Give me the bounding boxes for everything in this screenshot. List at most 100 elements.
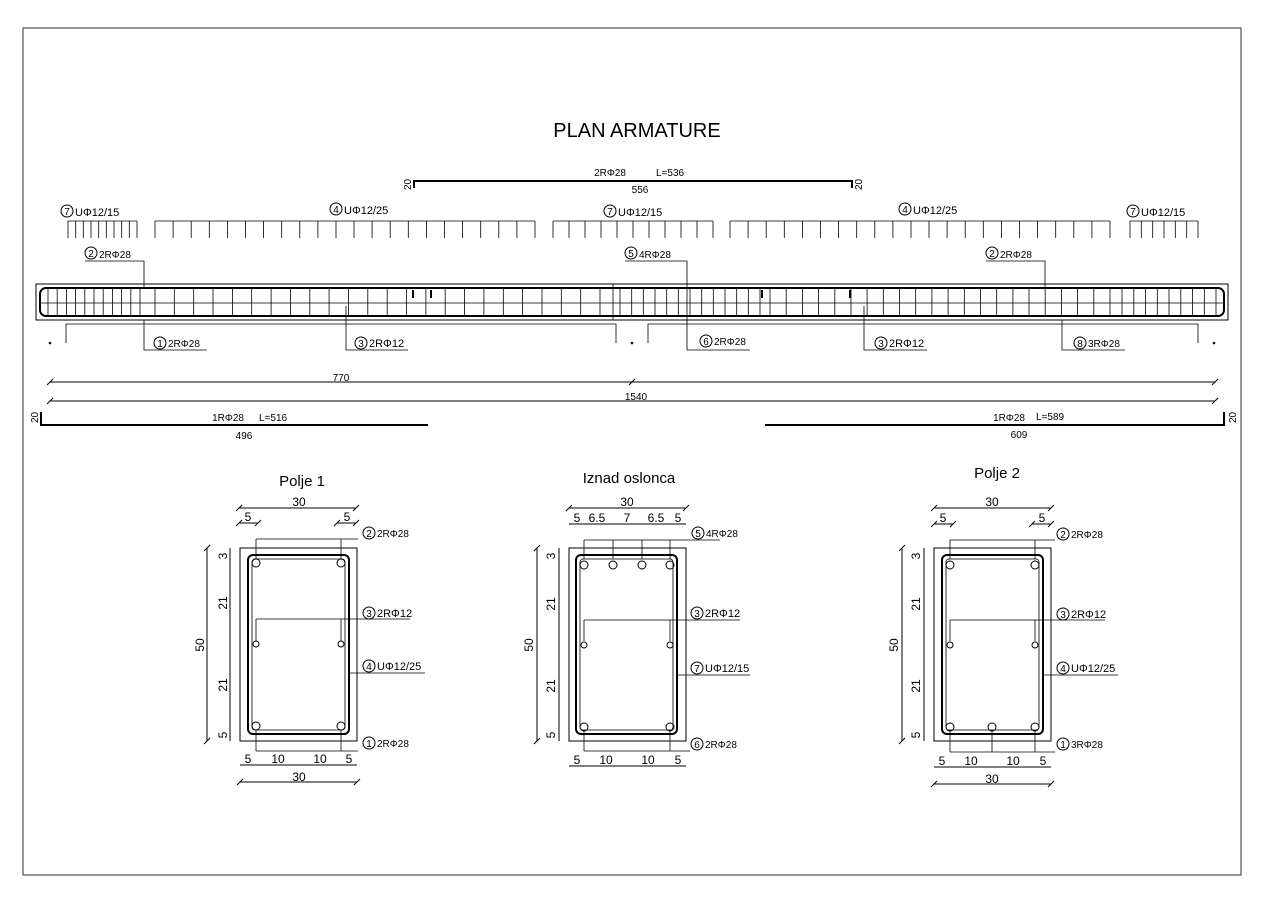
position-number: 1 — [157, 339, 163, 350]
position-marker — [153, 336, 167, 350]
rebar-dot — [579, 722, 589, 732]
section-iznad-oslonca: Iznad oslonca 30 5 6.5 7 6.5 5 — [522, 470, 750, 767]
position-marker — [329, 202, 343, 216]
bottom-dim: 5 — [939, 754, 946, 768]
lower-label-6: 6 2RΦ28 — [686, 334, 750, 351]
bar-label-text: 1RΦ28 — [993, 413, 1025, 424]
section-width-dim: 30 — [620, 495, 634, 509]
position-number: 7 — [694, 664, 700, 675]
rebar-dot — [1030, 560, 1040, 570]
bar-label-text: UΦ12/15 — [705, 663, 749, 675]
position-marker — [1056, 607, 1070, 621]
rebar-dot — [945, 560, 955, 570]
position-number: 7 — [607, 207, 613, 218]
position-marker — [898, 202, 912, 216]
bar-label-text: UΦ12/25 — [1071, 663, 1115, 675]
bar-label-text: 2RΦ12 — [377, 608, 412, 620]
bottom-dim: 10 — [313, 752, 327, 766]
section-height-dim: 50 — [193, 638, 207, 652]
bar-length-text: L=516 — [259, 413, 288, 424]
position-marker — [362, 736, 376, 750]
position-number: 6 — [703, 337, 709, 348]
vertical-dim: 21 — [909, 597, 923, 611]
rebar-dot — [666, 641, 674, 649]
section-height-dim: 50 — [522, 638, 536, 652]
position-number: 4 — [366, 662, 372, 673]
section-title: Polje 2 — [974, 465, 1020, 482]
cover-dim: 6.5 — [589, 511, 606, 525]
bottom-dim: 10 — [271, 752, 285, 766]
bottom-dim: 10 — [964, 754, 978, 768]
position-number: 6 — [694, 740, 700, 751]
section-width-dim: 30 — [985, 495, 999, 509]
section-width-dim: 30 — [292, 495, 306, 509]
position-number: 4 — [902, 205, 908, 216]
vertical-dim: 3 — [909, 552, 923, 559]
position-marker — [690, 606, 704, 620]
position-marker — [84, 246, 98, 260]
stirrup — [247, 554, 350, 735]
stirrup-label-7-left: 7 UΦ12/15 — [60, 204, 119, 219]
rebar-dot — [579, 560, 589, 570]
position-number: 2 — [366, 529, 372, 540]
bar-hook-dim: 20 — [30, 411, 41, 423]
top-bar-dim: 556 — [632, 185, 649, 196]
stirrup — [941, 554, 1044, 735]
stirrup-label-7-right: 7 UΦ12/15 — [1126, 204, 1185, 219]
bar-label-text: 2RΦ12 — [889, 338, 924, 350]
position-number: 3 — [694, 609, 700, 620]
beam-elevation — [35, 283, 1229, 345]
bar-label-text: 2RΦ28 — [714, 337, 746, 348]
top-bar-length: L=536 — [656, 168, 685, 179]
stirrup-label-4-right: 4 UΦ12/25 — [898, 202, 957, 217]
beam-stirrup-lines — [47, 288, 1217, 316]
position-marker — [699, 334, 713, 348]
rebar-dot — [252, 640, 260, 648]
lower-label-3-left: 3 2RΦ12 — [345, 306, 408, 351]
position-number: 1 — [366, 739, 372, 750]
stirrup-label-text: UΦ12/15 — [1141, 207, 1185, 219]
bar-label-text: 4RΦ28 — [706, 529, 738, 540]
bar-label-text: 3RΦ28 — [1088, 339, 1120, 350]
rebar-dot — [336, 558, 346, 568]
position-number: 4 — [333, 205, 339, 216]
lower-label-1: 1 2RΦ28 — [143, 320, 207, 351]
bar-label-text: UΦ12/25 — [377, 661, 421, 673]
cover-dim: 5 — [675, 511, 682, 525]
position-marker — [362, 659, 376, 673]
rebar-dot — [608, 560, 618, 570]
rebar-dot — [637, 560, 647, 570]
cover-dim: 5 — [1039, 511, 1046, 525]
position-number: 3 — [1060, 610, 1066, 621]
rebar-dot — [336, 721, 346, 731]
position-number: 7 — [1130, 207, 1136, 218]
position-marker — [690, 737, 704, 751]
position-number: 2 — [989, 249, 995, 260]
bar-label-text: 2RΦ28 — [1000, 250, 1032, 261]
dimension-text: 770 — [333, 373, 350, 384]
stirrup-tick-rows — [67, 220, 1199, 238]
top-bar-hook-left: 20 — [403, 178, 414, 190]
vertical-dim: 21 — [544, 597, 558, 611]
concrete-outline — [933, 547, 1052, 742]
bar-label-text: 1RΦ28 — [212, 413, 244, 424]
top-bar-2r28: 2RΦ28 L=536 556 20 20 — [403, 168, 865, 196]
bottom-dim: 10 — [641, 753, 655, 767]
position-number: 8 — [1077, 339, 1083, 350]
rebar-dot — [251, 558, 261, 568]
vertical-dim: 3 — [216, 552, 230, 559]
rebar-dot — [945, 722, 955, 732]
lower-label-3-right: 3 2RΦ12 — [863, 306, 927, 351]
top-bar-hook-right: 20 — [854, 178, 865, 190]
rebar-dot — [1031, 641, 1039, 649]
bar-label-text: 2RΦ12 — [705, 608, 740, 620]
position-marker — [60, 204, 74, 218]
position-number: 2 — [1060, 530, 1066, 541]
position-number: 1 — [1060, 740, 1066, 751]
bar-length-text: L=589 — [1036, 412, 1065, 423]
position-marker — [362, 606, 376, 620]
section-width-dim: 30 — [985, 772, 999, 786]
position-number: 3 — [366, 609, 372, 620]
cover-dim: 5 — [574, 511, 581, 525]
